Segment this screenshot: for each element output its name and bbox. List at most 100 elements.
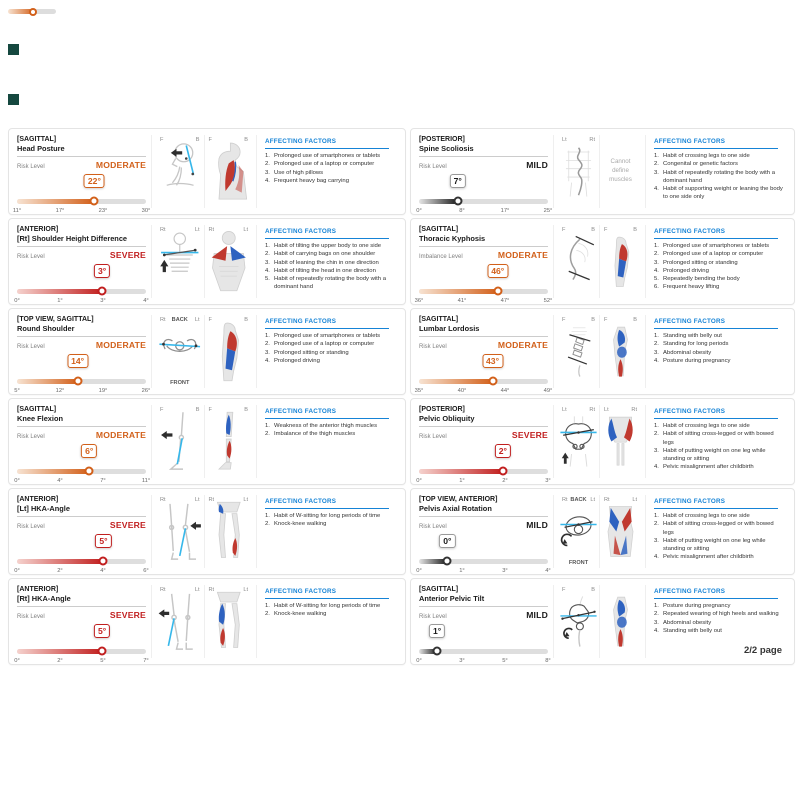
orientation-label-right: Lt: [243, 587, 248, 593]
panel-title-block: [POSTERIOR] Spine Scoliosis: [419, 135, 548, 157]
value-badge: 6°: [81, 443, 98, 458]
affecting-factor-item: Prolonged use of a laptop or computer: [265, 160, 375, 169]
panel-title-block: [SAGITTAL] Lumbar Lordosis: [419, 315, 548, 337]
gauge-tick-label: 52°: [543, 297, 553, 304]
risk-row: Risk Level MILD: [419, 160, 548, 170]
teal-marker-icon: [8, 94, 19, 105]
orientation-label-right: Lt: [590, 497, 595, 503]
affecting-factors-heading: AFFECTING FACTORS: [654, 498, 779, 509]
panel-info: [POSTERIOR] Pelvic Obliquity Risk Level …: [416, 405, 554, 484]
gauge-track: [419, 376, 548, 386]
gauge-ticks: 0°2°4°6°: [14, 567, 149, 577]
orientation-label-right: Lt: [243, 227, 248, 233]
affecting-factor-item: Habit of tilting the upper body to one s…: [265, 242, 382, 251]
affecting-factor-item: Habit of W-sitting for long periods of t…: [265, 602, 381, 611]
orientation-label-left: Rt: [208, 227, 215, 233]
orientation-label-left: Lt: [604, 407, 609, 413]
affecting-factors-heading: AFFECTING FACTORS: [265, 138, 390, 149]
panel-info: [ANTERIOR] [Rt] Shoulder Height Differen…: [14, 225, 152, 304]
value-badge: 1°: [428, 623, 446, 638]
orientation-label-right: Lt: [194, 497, 200, 503]
muscle-diagram: F B: [599, 225, 641, 298]
gauge-tick-label: 1°: [459, 567, 465, 574]
affecting-factor-item: Frequent heavy bag carrying: [265, 177, 349, 186]
affecting-factor-item: Habit of crossing legs to one side: [654, 422, 750, 431]
panel-title: Anterior Pelvic Tilt: [419, 594, 485, 604]
risk-level-label: Imbalance Level: [419, 253, 463, 260]
panel-info: [POSTERIOR] Spine Scoliosis Risk Level M…: [416, 135, 554, 214]
mini-gauge-icon: [8, 7, 56, 16]
gauge-ticks: 0°8°17°25°: [416, 208, 552, 217]
gauge-fill: [17, 648, 103, 654]
orientation-label-right: B: [591, 317, 595, 323]
risk-level-label: Risk Level: [17, 163, 45, 170]
affecting-factor-item: Pelvic misalignment after childbirth: [654, 463, 754, 472]
muscle-diagram: Rt Lt: [203, 225, 253, 298]
gauge-track: [17, 286, 146, 296]
gauge-ticks: 0°1°3°4°: [14, 297, 149, 307]
gauge-tick-label: 0°: [416, 657, 422, 664]
muscle-diagram: Lt Rt: [599, 405, 641, 478]
gauge-tick-label: 40°: [457, 387, 467, 394]
view-label: [SAGITTAL]: [17, 406, 57, 413]
panel-info: [SAGITTAL] Head Posture Risk Level MODER…: [13, 135, 152, 214]
severity-badge: MILD: [526, 609, 548, 620]
gauge-tick-label: 0°: [14, 477, 20, 484]
risk-row: Risk Level SEVERE: [17, 250, 146, 260]
orientation-label-right: Lt: [243, 497, 248, 503]
panel-title-block: [SAGITTAL] Thoracic Kyphosis: [419, 225, 548, 247]
risk-gauge: 43° 35°40°44°49°: [415, 353, 552, 399]
orientation-label-left: Rt: [208, 587, 215, 593]
skeleton-diagram: F B: [156, 135, 204, 208]
orientation-label-right: B: [195, 137, 200, 143]
panel-title: [Rt] HKA-Angle: [17, 594, 71, 604]
risk-level-label: Risk Level: [17, 613, 45, 620]
severity-badge: SEVERE: [511, 429, 548, 440]
panel-title: Spine Scoliosis: [419, 144, 474, 154]
gauge-knob-icon: [453, 196, 463, 206]
risk-level-label: Risk Level: [17, 343, 45, 350]
risk-row: Risk Level MODERATE: [17, 160, 146, 170]
affecting-factors-heading: AFFECTING FACTORS: [265, 588, 390, 599]
diagrams: F B: [558, 585, 641, 658]
affecting-factors: AFFECTING FACTORS Habit of W-sitting for…: [256, 585, 397, 658]
gauge-tick-label: 44°: [500, 387, 510, 394]
gauge-tick-label: 26°: [141, 387, 151, 394]
risk-row: Imbalance Level MODERATE: [419, 250, 548, 260]
affecting-factors: AFFECTING FACTORS Habit of crossing legs…: [645, 405, 786, 478]
gauge-tick-label: 17°: [55, 207, 65, 214]
affecting-factor-item: Habit of sitting cross-legged or with bo…: [654, 520, 774, 536]
affecting-factor-item: Prolonged sitting or standing: [265, 349, 349, 358]
affecting-factors-heading: AFFECTING FACTORS: [265, 228, 390, 239]
skeleton-diagram: F B: [558, 585, 599, 658]
gauge-tick-label: 2°: [57, 567, 63, 574]
orientation-label-right: Rt: [589, 407, 595, 413]
orientation-label-left: F: [562, 587, 566, 593]
affecting-factors: AFFECTING FACTORS Posture during pregnan…: [645, 585, 786, 658]
view-label: [SAGITTAL]: [419, 586, 459, 593]
orientation-label-right: Rt: [589, 137, 595, 143]
affecting-factors-list: Habit of W-sitting for long periods of t…: [265, 512, 397, 529]
panel-title: [Lt] HKA-Angle: [17, 504, 70, 514]
muscle-diagram: F B: [599, 315, 641, 388]
panel-info: [ANTERIOR] [Lt] HKA-Angle Risk Level SEV…: [14, 495, 152, 574]
gauge-ticks: 0°2°5°7°: [14, 658, 149, 667]
diagrams: F B F B: [156, 135, 252, 208]
view-label: [TOP VIEW, ANTERIOR]: [419, 496, 498, 503]
skeleton-diagram: F B: [558, 315, 599, 388]
gauge-knob-icon: [98, 556, 108, 566]
affecting-factor-item: Prolonged use of a laptop or computer: [265, 340, 375, 349]
risk-level-label: Risk Level: [17, 253, 45, 260]
gauge-tick-label: 0°: [416, 477, 422, 484]
gauge-tick-label: 1°: [57, 297, 63, 304]
skeleton-diagram: Lt Rt: [558, 135, 599, 208]
panel-knee-flexion: [SAGITTAL] Knee Flexion Risk Level MODER…: [8, 398, 406, 485]
severity-badge: MODERATE: [95, 339, 146, 350]
affecting-factor-item: Knock-knee walking: [265, 520, 327, 529]
gauge-fill: [419, 288, 498, 294]
affecting-factors-heading: AFFECTING FACTORS: [654, 138, 779, 149]
